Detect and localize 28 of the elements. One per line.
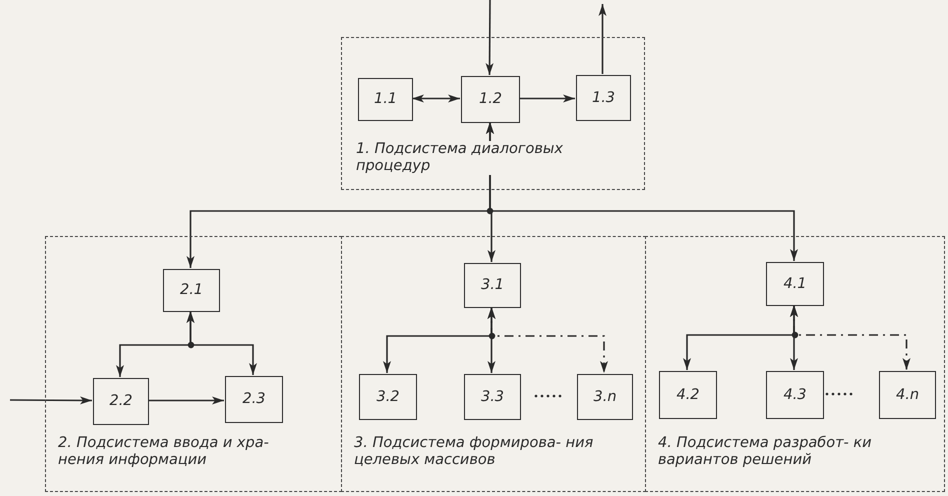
subsystem-frame: [645, 236, 945, 492]
arrow: [10, 396, 92, 404]
arrow: [790, 305, 910, 370]
arrow: [186, 311, 257, 375]
subsystem-frame: [341, 236, 646, 492]
arrow: [486, 0, 494, 75]
module-box: [766, 262, 824, 306]
arrow: [488, 307, 608, 373]
module-box: [576, 75, 631, 121]
module-box: [359, 374, 417, 420]
arrow: [486, 122, 798, 261]
module-box: [464, 263, 521, 308]
module-box: [659, 371, 717, 419]
arrow: [598, 4, 606, 74]
module-box: [879, 371, 936, 419]
module-box: [358, 78, 413, 121]
module-box: [461, 76, 520, 123]
module-box: [577, 374, 633, 420]
module-box: [464, 374, 521, 420]
module-box: [225, 376, 283, 423]
arrow: [148, 396, 224, 404]
subsystem-frame: [45, 236, 342, 492]
module-box: [93, 378, 149, 425]
arrow: [412, 94, 460, 102]
module-box: [163, 269, 220, 312]
arrow: [519, 94, 575, 102]
module-box: [766, 371, 824, 419]
subsystem-frame: [341, 37, 645, 190]
